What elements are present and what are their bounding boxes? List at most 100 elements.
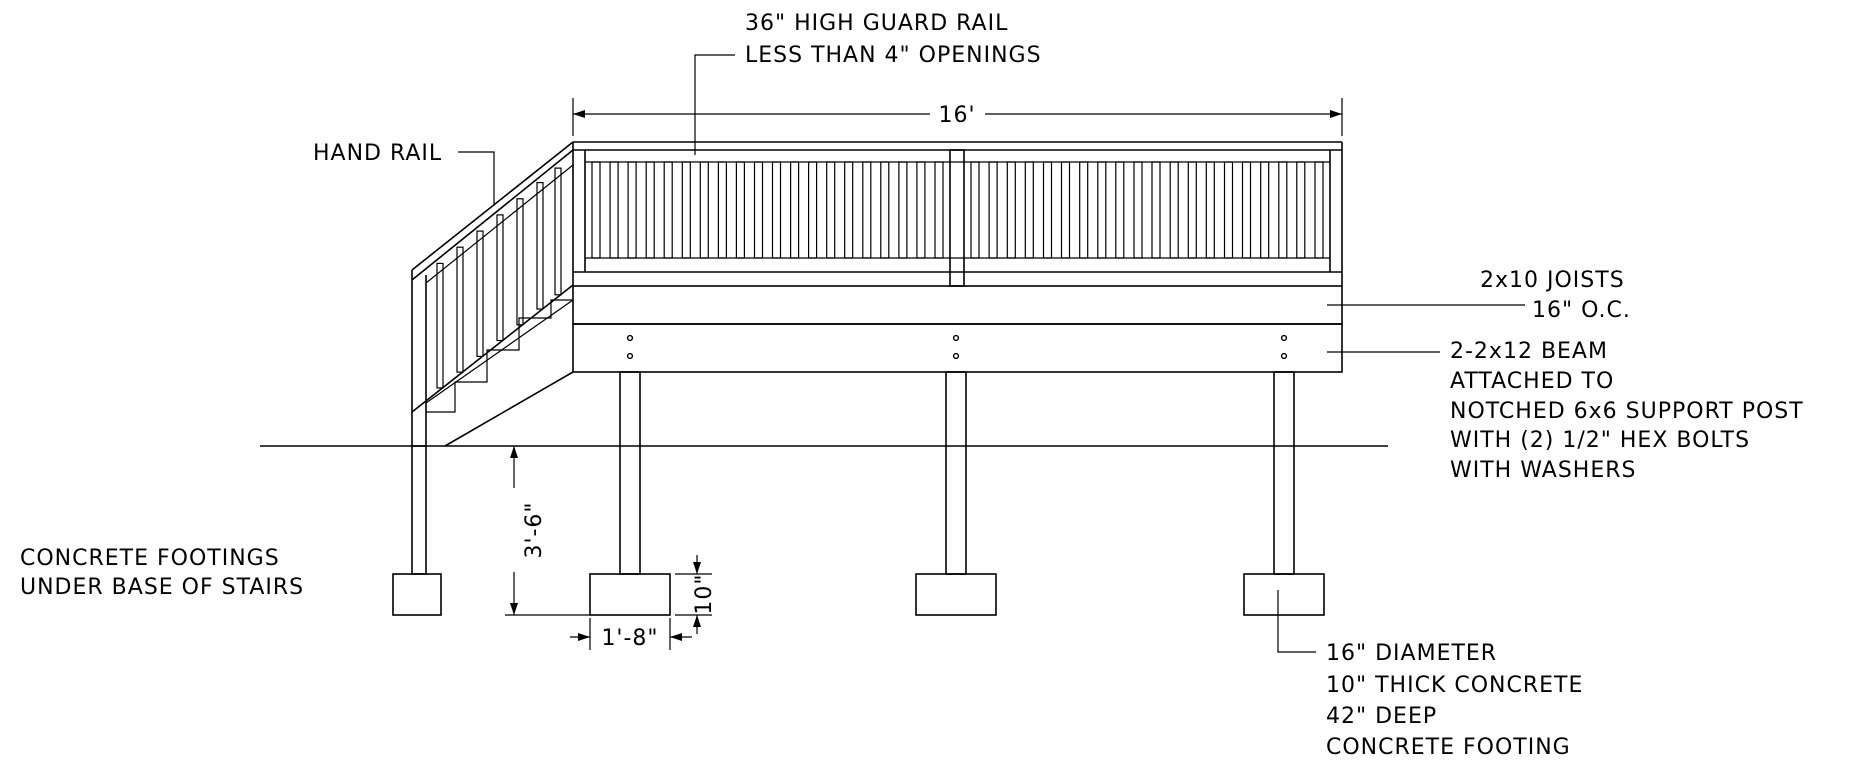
baluster (627, 161, 637, 259)
baluster (1314, 161, 1324, 259)
callout-joists-line-1: 2x10 JOISTS (1480, 268, 1625, 293)
hand-rail (411, 141, 574, 271)
baluster (898, 161, 908, 259)
baluster (1223, 161, 1234, 259)
callout-beam-line-5: WITH WASHERS (1450, 458, 1636, 483)
callout-stair-footings-line-2: UNDER BASE OF STAIRS (20, 575, 304, 600)
guard-rail (572, 141, 1343, 287)
baluster (1024, 161, 1034, 259)
baluster (1060, 161, 1071, 259)
baluster (645, 161, 655, 259)
baluster (1296, 161, 1306, 259)
post-footing (589, 573, 671, 616)
callout-footing-spec-line-2: 10" THICK CONCRETE (1326, 673, 1583, 698)
callout-beam-line-2: ATTACHED TO (1450, 369, 1614, 394)
callout-hand-rail-label: HAND RAIL (313, 141, 442, 166)
baluster (1042, 161, 1053, 259)
bolt-icon (1280, 334, 1288, 342)
concrete-footings (392, 573, 1325, 616)
dimension-footing-thickness-label: 10" (692, 573, 717, 614)
baluster (1133, 161, 1143, 259)
dimension-footing-depth: 3'-6" (522, 501, 547, 558)
support-post (1273, 371, 1295, 575)
callout-beam-line-3: NOTCHED 6x6 SUPPORT POST (1450, 399, 1804, 424)
dimension-deck-length: 16' (938, 103, 975, 128)
post-footing (915, 573, 997, 616)
bolt-icon (952, 334, 960, 342)
callout-joists-line-2: 16" O.C. (1532, 298, 1631, 323)
baluster (753, 161, 764, 259)
baluster (844, 161, 854, 259)
callout-guard-rail-line-1: 36" HIGH GUARD RAIL (745, 11, 1008, 36)
baluster (735, 161, 746, 259)
baluster (1278, 161, 1288, 259)
stair-baluster (554, 167, 562, 296)
stair-assembly (411, 141, 574, 447)
baluster (1151, 161, 1161, 259)
callout-joists: 2x10 JOISTS 16" O.C. (1327, 268, 1631, 323)
dimension-depth: 3'-6" (505, 446, 590, 616)
baluster (988, 161, 998, 259)
callout-footing-spec-line-4: CONCRETE FOOTING (1326, 735, 1571, 759)
baluster (699, 161, 709, 259)
stair-baluster (456, 246, 464, 373)
baluster (609, 161, 619, 259)
post-footing (1243, 573, 1325, 616)
baluster (717, 161, 728, 259)
baluster (1115, 161, 1125, 259)
baluster (1260, 161, 1270, 259)
joist-band (572, 285, 1343, 325)
callout-beam: 2-2x12 BEAM ATTACHED TO NOTCHED 6x6 SUPP… (1327, 339, 1804, 483)
baluster (1169, 161, 1179, 259)
beam (572, 323, 1343, 373)
baluster (880, 161, 890, 259)
baluster (591, 161, 601, 259)
baluster (1205, 161, 1215, 259)
guard-rail-post (949, 149, 965, 287)
baluster (826, 161, 836, 259)
baluster (934, 161, 944, 259)
callout-footing-spec: 16" DIAMETER 10" THICK CONCRETE 42" DEEP… (1277, 590, 1583, 760)
stair-baluster (476, 230, 484, 358)
callout-guard-rail: 36" HIGH GUARD RAIL LESS THAN 4" OPENING… (694, 11, 1042, 155)
dimension-footing-thickness: 10" (675, 555, 717, 634)
stair-baluster (536, 182, 544, 310)
callout-stair-footings: CONCRETE FOOTINGS UNDER BASE OF STAIRS (20, 546, 304, 600)
bolt-icon (1280, 352, 1288, 360)
baluster (807, 161, 818, 259)
dimension-footing-width: 1'-8" (570, 618, 692, 651)
stair-baluster (496, 214, 504, 342)
dimension-16ft: 16' (572, 98, 1343, 136)
baluster (862, 161, 872, 259)
baluster (681, 161, 691, 259)
support-post (945, 371, 967, 575)
baluster (663, 161, 673, 259)
bolt-icon (626, 352, 634, 360)
baluster (1187, 161, 1197, 259)
stair-baluster (436, 262, 444, 389)
baluster (789, 161, 800, 259)
callout-beam-line-1: 2-2x12 BEAM (1450, 339, 1608, 364)
balusters (591, 161, 1324, 259)
callout-stair-footings-line-1: CONCRETE FOOTINGS (20, 546, 280, 571)
stair-baluster (516, 198, 524, 326)
stair-footing (392, 573, 442, 616)
baluster (1241, 161, 1252, 259)
bolt-icon (952, 352, 960, 360)
stair-post (411, 445, 427, 575)
support-post (619, 371, 641, 575)
callout-guard-rail-line-2: LESS THAN 4" OPENINGS (745, 43, 1042, 68)
baluster (771, 161, 782, 259)
dimension-footing-width-label: 1'-8" (601, 626, 658, 651)
callout-footing-spec-line-3: 42" DEEP (1326, 704, 1437, 729)
baluster (970, 161, 980, 259)
callout-beam-line-4: WITH (2) 1/2" HEX BOLTS (1450, 428, 1750, 453)
baluster (1006, 161, 1016, 259)
callout-footing-spec-line-1: 16" DIAMETER (1326, 641, 1497, 666)
bolt-icon (626, 334, 634, 342)
baluster (1097, 161, 1107, 259)
baluster (916, 161, 926, 259)
callout-hand-rail: HAND RAIL (313, 141, 495, 205)
